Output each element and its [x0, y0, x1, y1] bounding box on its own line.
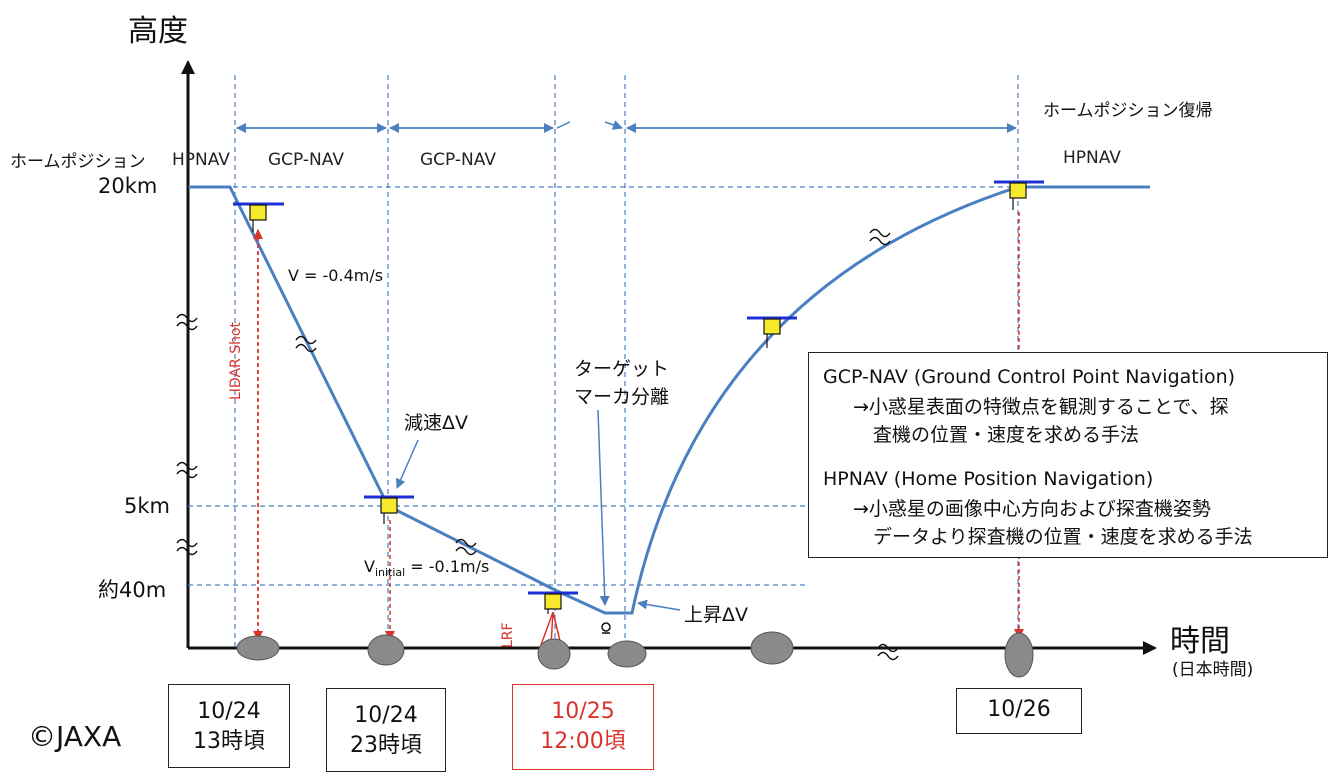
- velocity-label-2: Vinitial = -0.1m/s: [364, 557, 490, 580]
- spacecraft-icon-5: [994, 180, 1044, 210]
- date-box-2-line1: 10/24: [354, 703, 418, 728]
- date-box-1-line2: 13時頃: [193, 729, 265, 754]
- date-box-4: 10/26: [956, 688, 1082, 734]
- y-label-40m: 約40m: [98, 578, 167, 602]
- spacecraft-icon-1: [233, 202, 284, 232]
- segment-gcp-nav-1: GCP-NAV: [268, 150, 344, 170]
- segment-hpnav-right: HPNAV: [1063, 148, 1121, 168]
- pointers: [396, 409, 681, 611]
- date-box-3-line2: 12:00頃: [540, 729, 626, 754]
- horizontal-guides: [188, 186, 1018, 586]
- spacecraft-icon-3: [528, 591, 578, 614]
- asteroids: [236, 631, 1034, 678]
- date-box-3-line1: 10/25: [551, 699, 615, 724]
- lrf-label: LRF: [500, 622, 516, 648]
- velocity-label-1: V = -0.4m/s: [288, 266, 384, 285]
- legend-gcp-title: GCP-NAV (Ground Control Point Navigation…: [823, 366, 1236, 388]
- date-box-4-line1: 10/26: [987, 697, 1051, 722]
- trajectory: [190, 185, 1150, 615]
- date-box-2-line2: 23時頃: [350, 733, 422, 758]
- asteroid-1: [236, 635, 280, 661]
- legend-box: GCP-NAV (Ground Control Point Navigation…: [808, 352, 1328, 558]
- asteroid-2: [367, 634, 405, 666]
- asteroid-4: [607, 640, 647, 668]
- legend-hp-desc-2: データより探査機の位置・速度を求める手法: [873, 526, 1253, 548]
- target-marker-label-2: マーカ分離: [574, 386, 670, 408]
- lidar-label: LIDAR Shot: [228, 321, 244, 400]
- asteroid-6: [1004, 632, 1034, 678]
- x-axis-title: 時間: [1170, 624, 1230, 659]
- y-axis-title: 高度: [128, 14, 188, 49]
- y-label-home: ホームポジション: [10, 152, 146, 172]
- date-box-1-line1: 10/24: [197, 699, 261, 724]
- date-box-2: 10/24 23時頃: [326, 688, 446, 772]
- asteroid-3: [537, 638, 571, 670]
- asteroid-5: [750, 631, 794, 665]
- legend-gcp-desc-2: 査機の位置・速度を求める手法: [873, 424, 1140, 446]
- legend-hp-desc-1: →小惑星の画像中心方向および探査機姿勢: [853, 498, 1211, 520]
- break-marks: [176, 228, 899, 661]
- y-label-20km: 20km: [98, 174, 158, 198]
- spacecraft-icon-4: [747, 316, 797, 348]
- segment-return-home: ホームポジション復帰: [1043, 101, 1213, 121]
- date-box-3: 10/25 12:00頃: [512, 684, 654, 770]
- legend-gcp-desc-1: →小惑星表面の特徴点を観測することで、探: [853, 396, 1229, 418]
- segment-gcp-nav-2: GCP-NAV: [420, 150, 496, 170]
- decel-label: 減速ΔV: [404, 412, 468, 434]
- segment-hpnav-left: HPNAV: [172, 150, 230, 170]
- legend-hp-title: HPNAV (Home Position Navigation): [823, 468, 1154, 490]
- target-marker-icon: [601, 622, 611, 634]
- phase-arrows: [236, 120, 1017, 133]
- copyright: ©JAXA: [28, 720, 122, 753]
- date-box-1: 10/24 13時頃: [168, 684, 290, 768]
- spacecraft-icon-2: [364, 495, 414, 524]
- x-axis-subtitle: (日本時間): [1172, 660, 1254, 680]
- y-label-5km: 5km: [124, 494, 170, 518]
- target-marker-label-1: ターゲット: [574, 358, 670, 380]
- ascent-label: 上昇ΔV: [684, 604, 748, 626]
